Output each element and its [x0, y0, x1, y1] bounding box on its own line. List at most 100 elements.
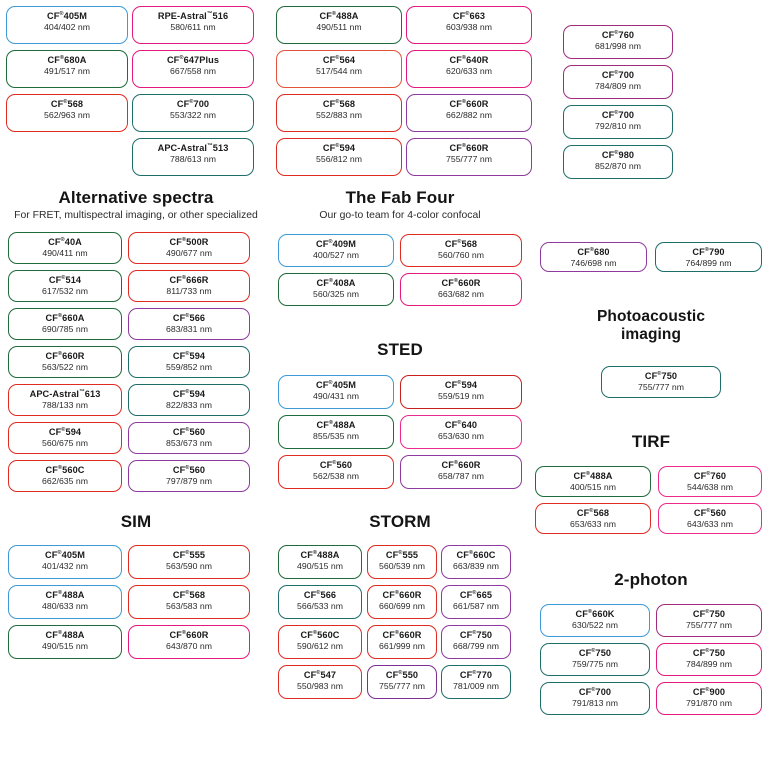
dye-name: CF®660R: [449, 98, 489, 109]
dye-spectra: 792/810 nm: [595, 120, 641, 131]
section-title: SIM: [120, 512, 152, 531]
section-photoacoustic: Photoacoustic imaging: [540, 308, 762, 344]
trademark-symbol: ®: [589, 246, 595, 253]
dye-spectra: 490/515 nm: [42, 640, 88, 651]
dye-spectra: 559/519 nm: [438, 390, 484, 401]
dye-spectra: 400/527 nm: [313, 249, 359, 260]
dye-spectra: 603/938 nm: [446, 21, 492, 32]
dye-name: CF®760: [693, 470, 727, 481]
dye-name: CF®514: [48, 274, 82, 285]
dye-spectra: 552/883 nm: [316, 109, 362, 120]
dye-name: CF®594: [172, 388, 206, 399]
trademark-symbol: ®: [328, 277, 334, 284]
dye-spectra: 662/882 nm: [446, 109, 492, 120]
dye-spectra: 560/539 nm: [379, 560, 425, 571]
dye-spectra: 764/899 nm: [685, 257, 732, 268]
dye-name: CF®560: [172, 426, 206, 437]
dye-name: CF®660R: [449, 142, 489, 153]
dye-spectra: 811/733 nm: [166, 285, 212, 296]
trademark-symbol: ®: [57, 629, 63, 636]
trademark-symbol: ®: [457, 379, 462, 386]
dye-spectra: 560/675 nm: [42, 437, 88, 448]
trademark-symbol: ®: [585, 470, 591, 477]
dye-name: CF®566: [303, 589, 337, 600]
